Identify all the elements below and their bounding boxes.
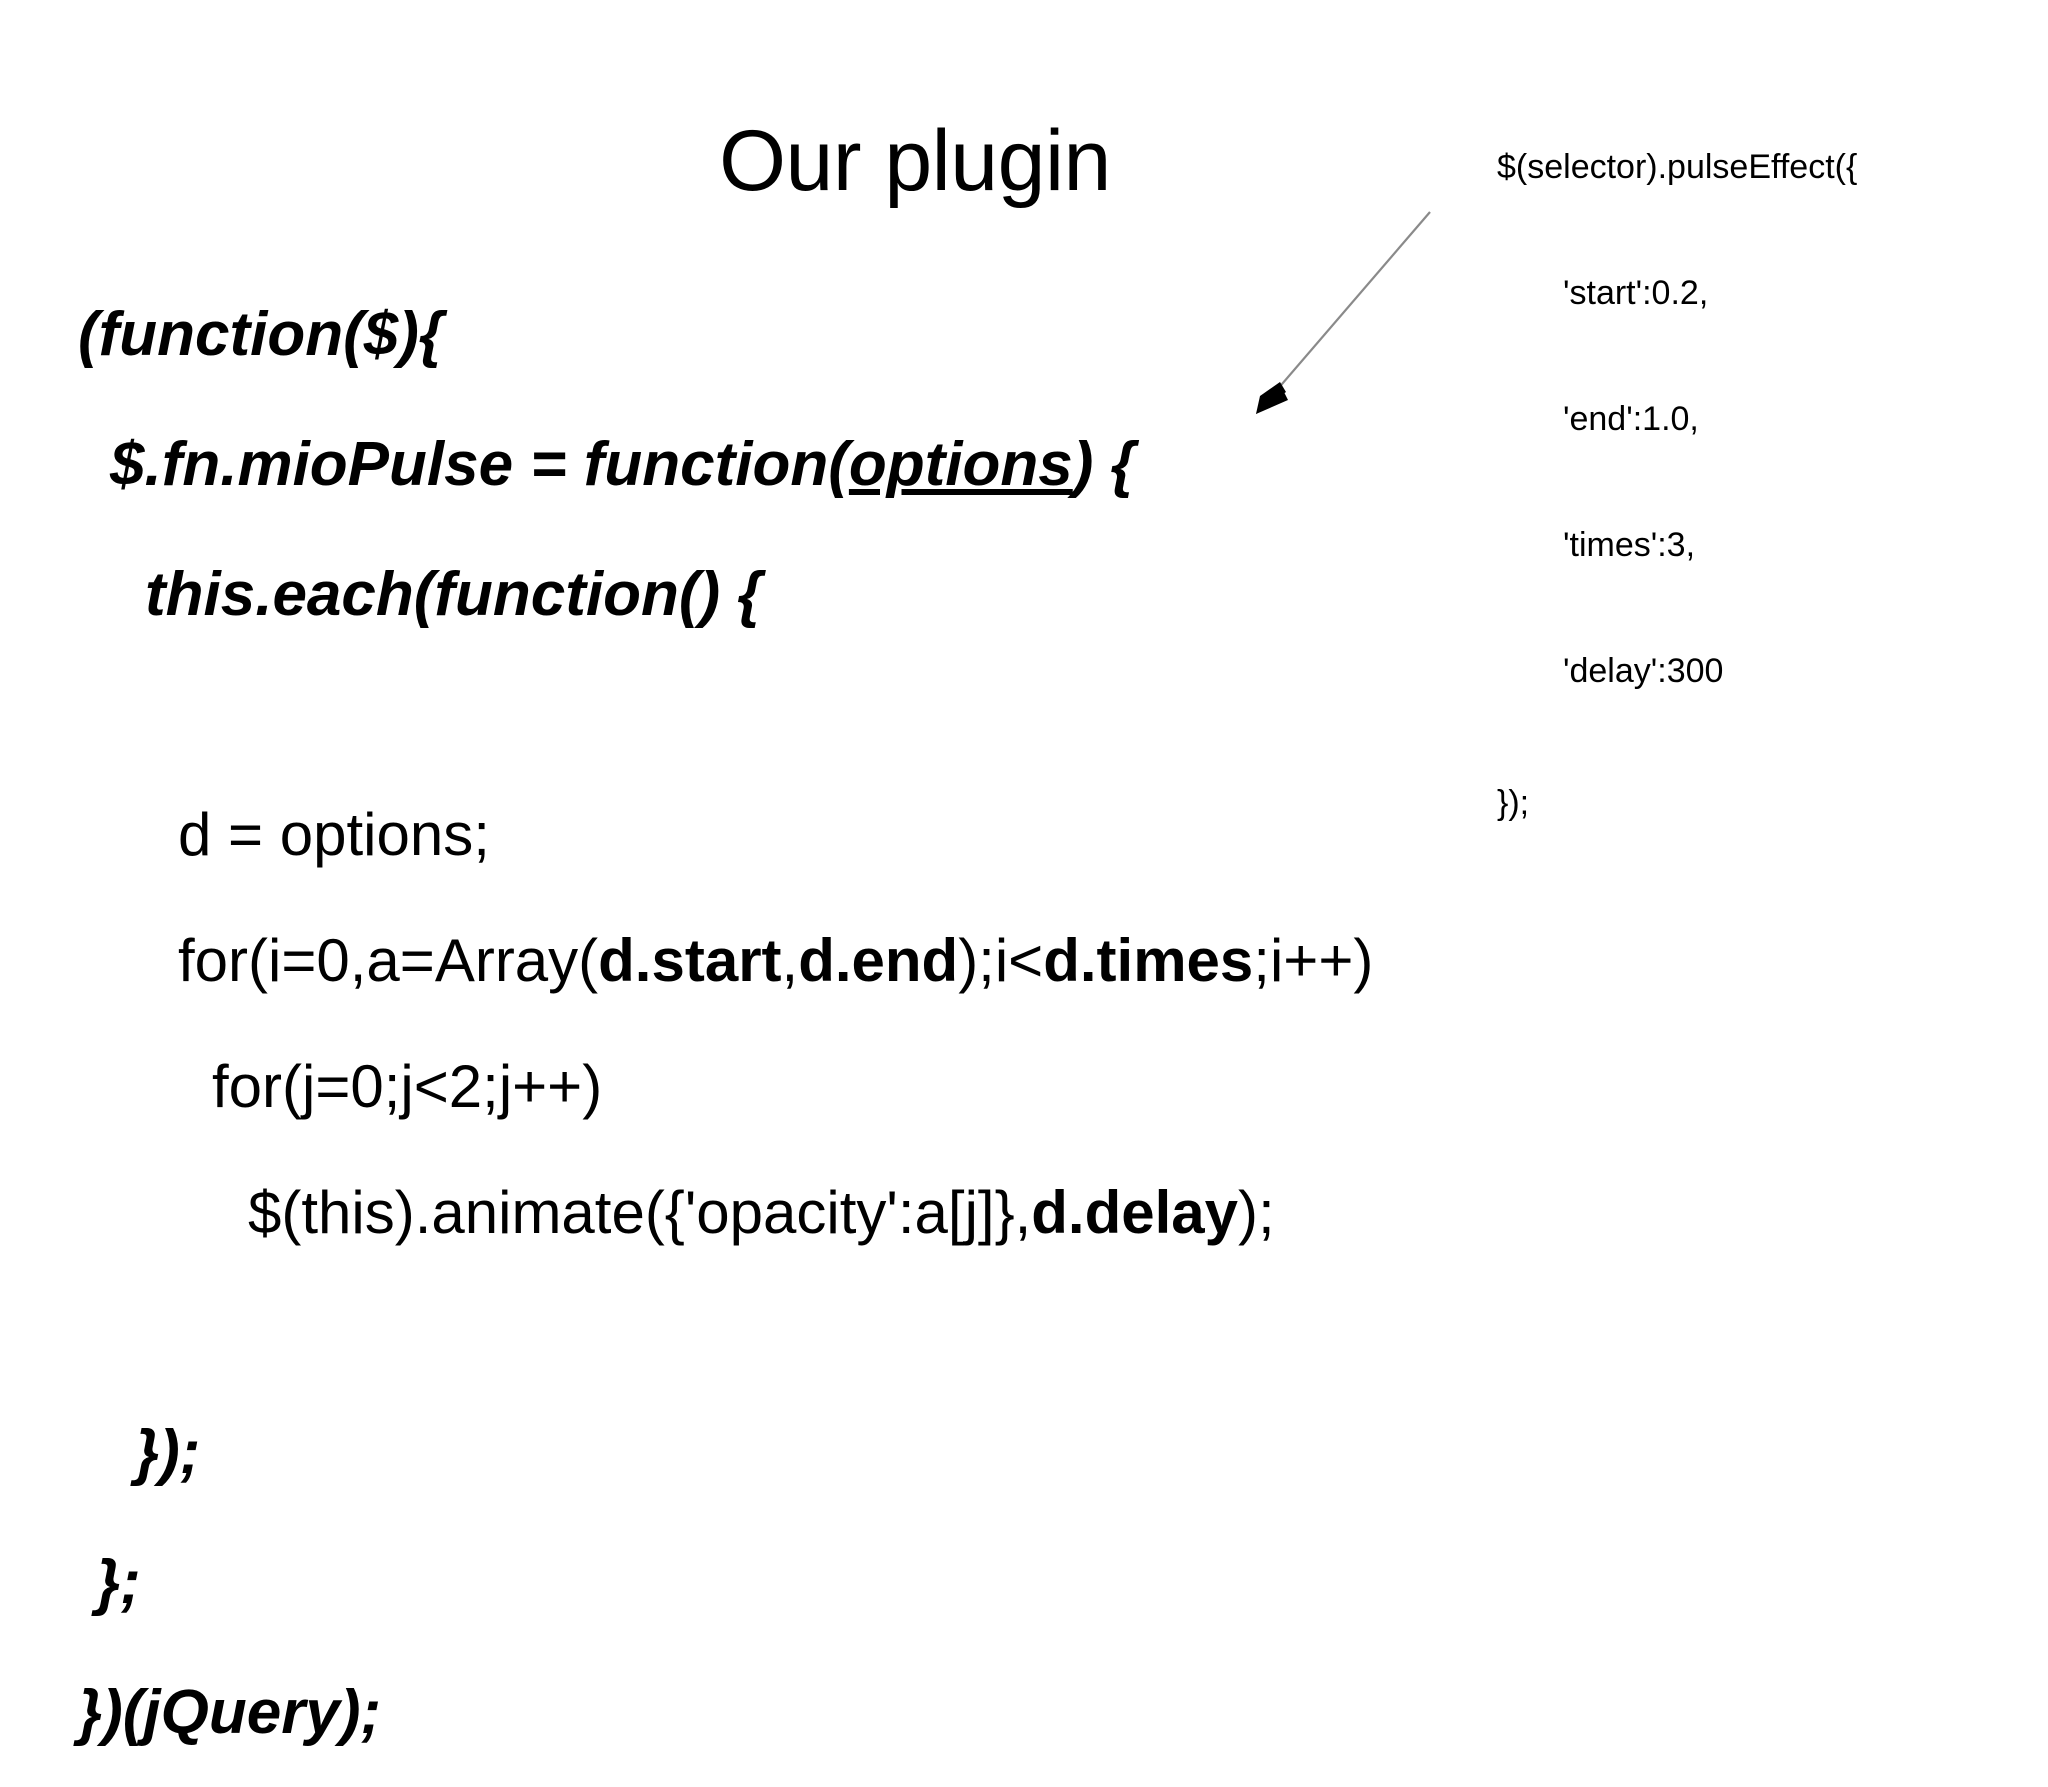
code-line-each-close: }); [135,1418,201,1487]
usage-line-end: 'end':1.0, [1563,400,1699,438]
code-fragment-animate-open: $(this).animate({'opacity':a[j]}, [248,1179,1032,1246]
code-token-d-start: d.start [598,927,782,994]
code-blank-line-2 [0,1303,2048,1361]
code-line-iife-open: (function($){ [78,300,444,369]
code-fragment-for-open: for(i=0,a=Array( [178,927,599,994]
plugin-source-code: (function($){ $.fn.mioPulse = function(o… [0,243,2048,1787]
code-fragment-cond: );i< [958,927,1044,994]
usage-line-times: 'times':3, [1563,526,1696,564]
code-param-options: options [848,430,1073,499]
code-line-this-each: this.each(function() { [145,560,762,629]
code-fragment-comma: , [781,927,799,994]
code-fragment-fn-suffix: ) { [1072,430,1135,499]
code-line-assign-d: d = options; [178,801,490,868]
code-fragment-animate-close: ); [1238,1179,1275,1246]
code-line-fn-close: }; [96,1548,141,1617]
usage-example-code: $(selector).pulseEffect({ 'start':0.2, '… [1497,62,1857,866]
code-line-outer-for: for(i=0,a=Array(d.start,d.end);i<d.times… [0,925,2048,997]
code-token-d-delay: d.delay [1031,1179,1239,1246]
usage-line-close: }); [1497,784,1530,822]
code-fragment-incr: ;i++) [1253,927,1374,994]
page-title: Our plugin [719,113,1111,209]
usage-line-delay: 'delay':300 [1563,652,1724,690]
code-blank-line-1 [0,687,2048,745]
code-line-iife-close: })(jQuery); [78,1678,382,1747]
code-fragment-fn-prefix: $.fn.mioPulse = function( [110,430,849,499]
code-line-fn-miopulse: $.fn.mioPulse = function(options) { [0,427,2048,503]
code-token-d-end: d.end [798,927,959,994]
usage-line-start: 'start':0.2, [1563,274,1709,312]
code-token-d-times: d.times [1043,927,1254,994]
usage-line-call: $(selector).pulseEffect({ [1497,148,1858,186]
code-line-inner-for: for(j=0;j<2;j++) [212,1053,603,1120]
code-line-animate: $(this).animate({'opacity':a[j]},d.delay… [0,1177,2048,1249]
